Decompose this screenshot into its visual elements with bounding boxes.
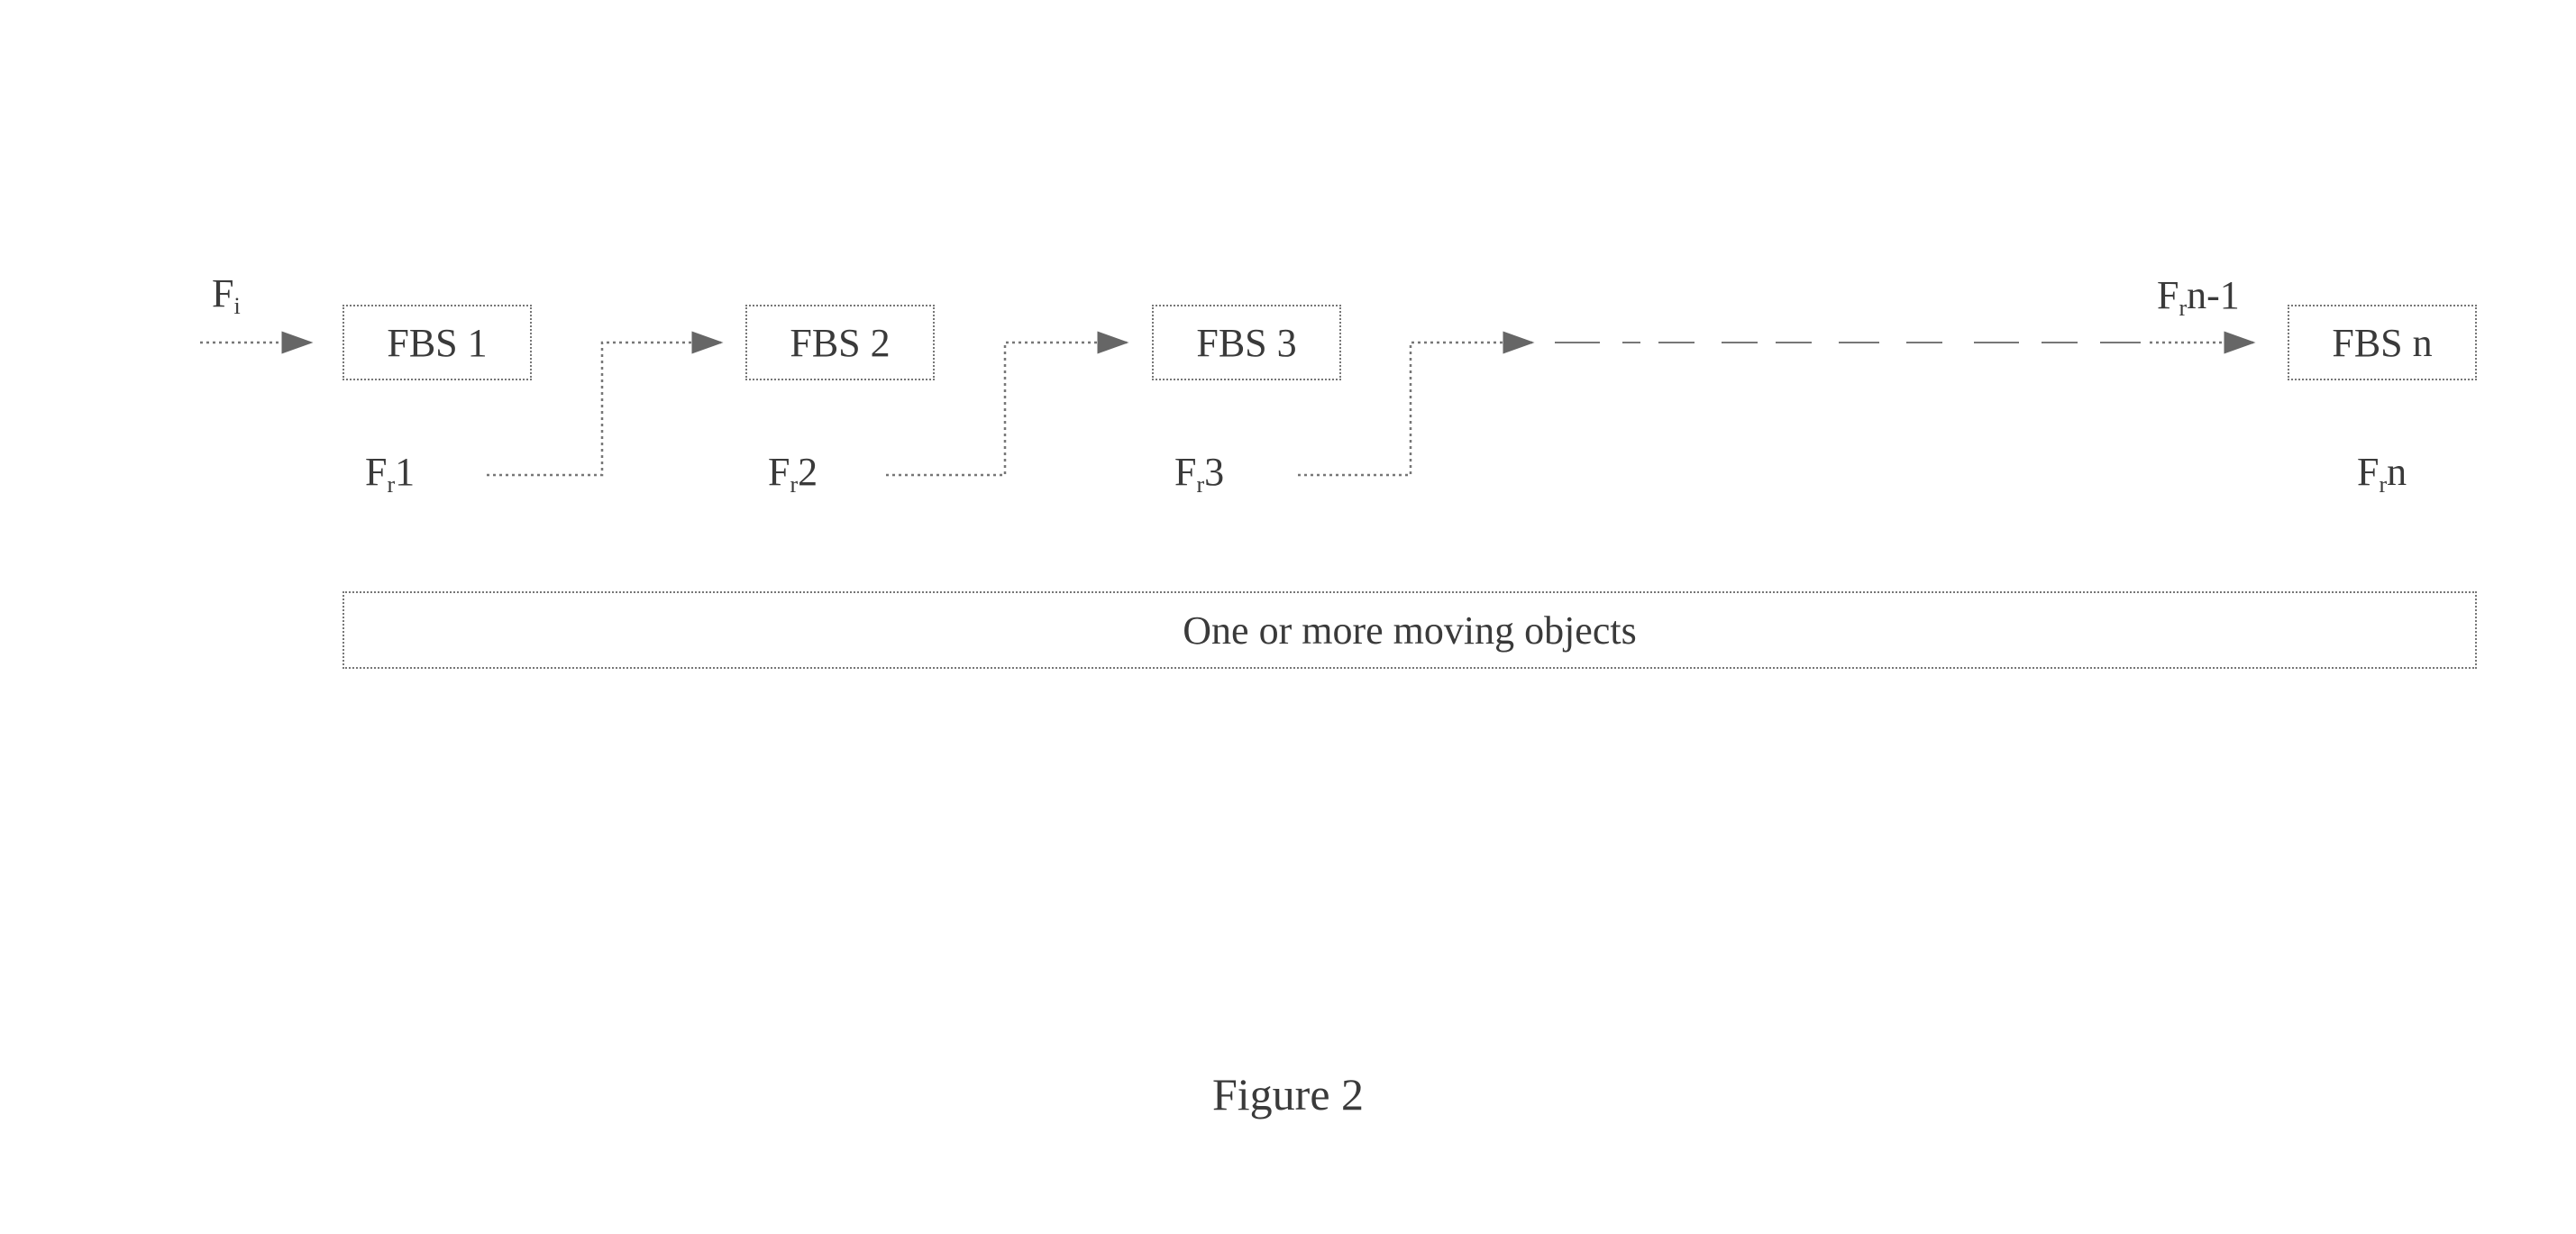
feed-arrow-3 bbox=[1298, 331, 1535, 477]
fbs-box-1: FBS 1 bbox=[343, 305, 532, 380]
feed-label-3: Fr3 bbox=[1174, 450, 1225, 498]
feed-label-1: Fr1 bbox=[365, 450, 416, 498]
figure-caption: Figure 2 bbox=[1211, 1069, 1365, 1120]
feed-arrow-1 bbox=[487, 331, 724, 477]
input-label: Fi bbox=[212, 271, 241, 319]
fbs-box-3: FBS 3 bbox=[1152, 305, 1341, 380]
fbs-box-2: FBS 2 bbox=[745, 305, 935, 380]
feed-label-n: Frn bbox=[2357, 450, 2407, 498]
feed-label-n-1: Frn-1 bbox=[2157, 273, 2240, 321]
moving-objects-box: One or more moving objects bbox=[343, 591, 2477, 669]
feed-arrow-2 bbox=[886, 331, 1129, 477]
feed-label-2: Fr2 bbox=[768, 450, 818, 498]
fbs-box-n: FBS n bbox=[2288, 305, 2477, 380]
